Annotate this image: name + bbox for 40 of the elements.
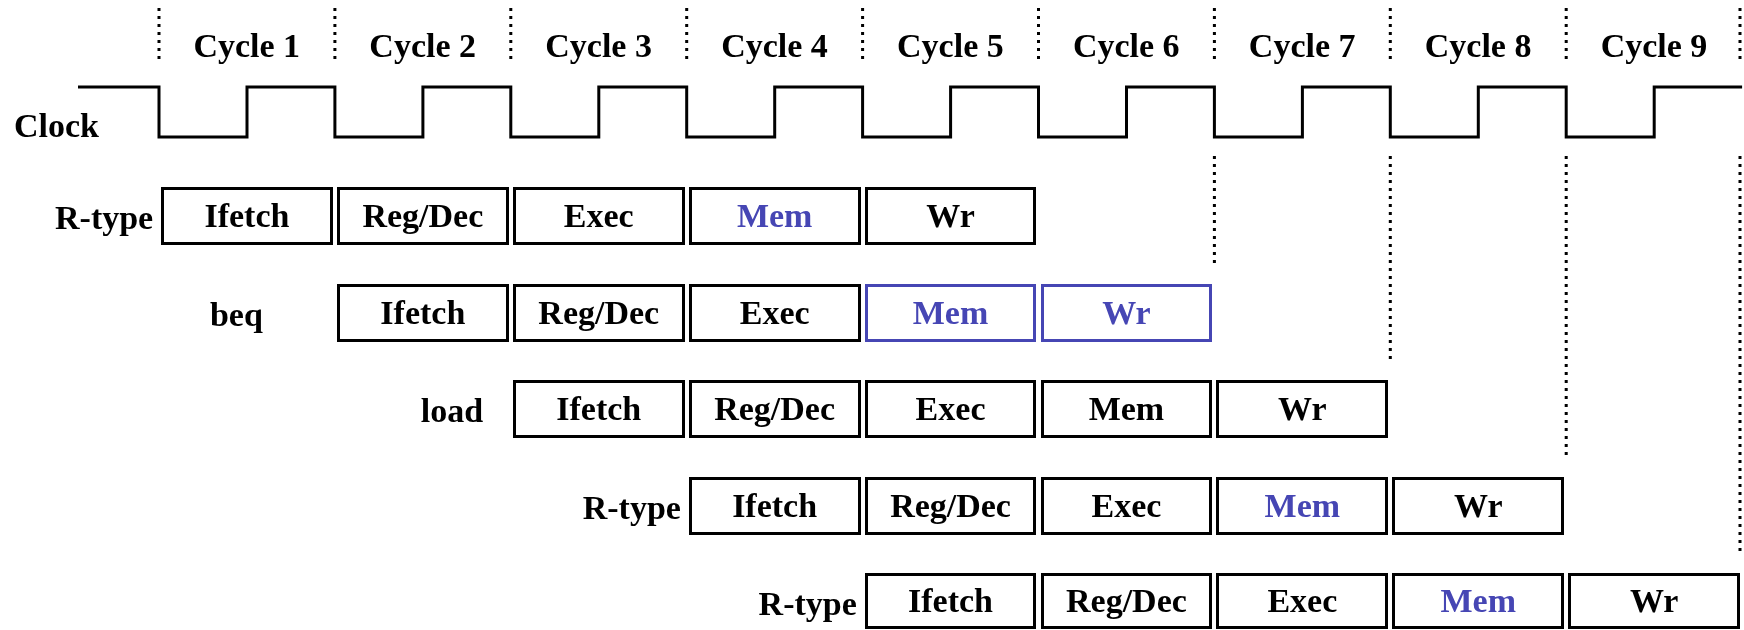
stage-box: Reg/Dec xyxy=(336,187,509,245)
stage-box: Ifetch xyxy=(336,283,509,342)
instruction-label: R-type xyxy=(55,198,154,238)
stage-box: Mem xyxy=(688,187,861,245)
stage-box: Wr xyxy=(864,187,1037,245)
stage-box: Exec xyxy=(688,283,861,342)
cycle-label: Cycle 5 xyxy=(897,26,1004,66)
cycle-label: Cycle 1 xyxy=(193,26,301,66)
stage-box: Exec xyxy=(1040,476,1213,535)
instruction-label: load xyxy=(420,391,484,431)
stage-box: Wr xyxy=(1216,380,1389,438)
cycle-label: Cycle 6 xyxy=(1072,26,1180,66)
stage-box: Wr xyxy=(1040,283,1213,342)
stage-box: Wr xyxy=(1392,476,1565,535)
stage-box: Reg/Dec xyxy=(688,380,861,438)
stage-box: Mem xyxy=(1216,476,1389,535)
cycle-label: Cycle 8 xyxy=(1424,26,1532,66)
stage-box: Ifetch xyxy=(161,187,333,245)
stage-box: Ifetch xyxy=(864,573,1037,629)
stage-box: Exec xyxy=(864,380,1037,438)
stage-box: Reg/Dec xyxy=(512,283,685,342)
stage-box: Reg/Dec xyxy=(1040,573,1213,629)
stage-box: Wr xyxy=(1568,573,1741,629)
instruction-label: R-type xyxy=(582,487,681,528)
cycle-label: Cycle 3 xyxy=(545,26,652,66)
clock-signal-label: Clock xyxy=(14,106,99,146)
instruction-label: R-type xyxy=(758,584,857,624)
cycle-label: Cycle 4 xyxy=(721,26,828,66)
stage-box: Ifetch xyxy=(688,476,861,535)
stage-box: Mem xyxy=(864,283,1037,342)
cycle-label: Cycle 2 xyxy=(369,26,477,66)
stage-box: Mem xyxy=(1040,380,1213,438)
instruction-label: beq xyxy=(209,294,263,335)
cycle-label: Cycle 7 xyxy=(1248,26,1356,66)
stage-box: Ifetch xyxy=(512,380,685,438)
stage-box: Reg/Dec xyxy=(864,476,1037,535)
stage-box: Exec xyxy=(512,187,685,245)
cycle-label: Cycle 9 xyxy=(1600,26,1708,66)
stage-box: Mem xyxy=(1392,573,1565,629)
stage-box: Exec xyxy=(1216,573,1389,629)
